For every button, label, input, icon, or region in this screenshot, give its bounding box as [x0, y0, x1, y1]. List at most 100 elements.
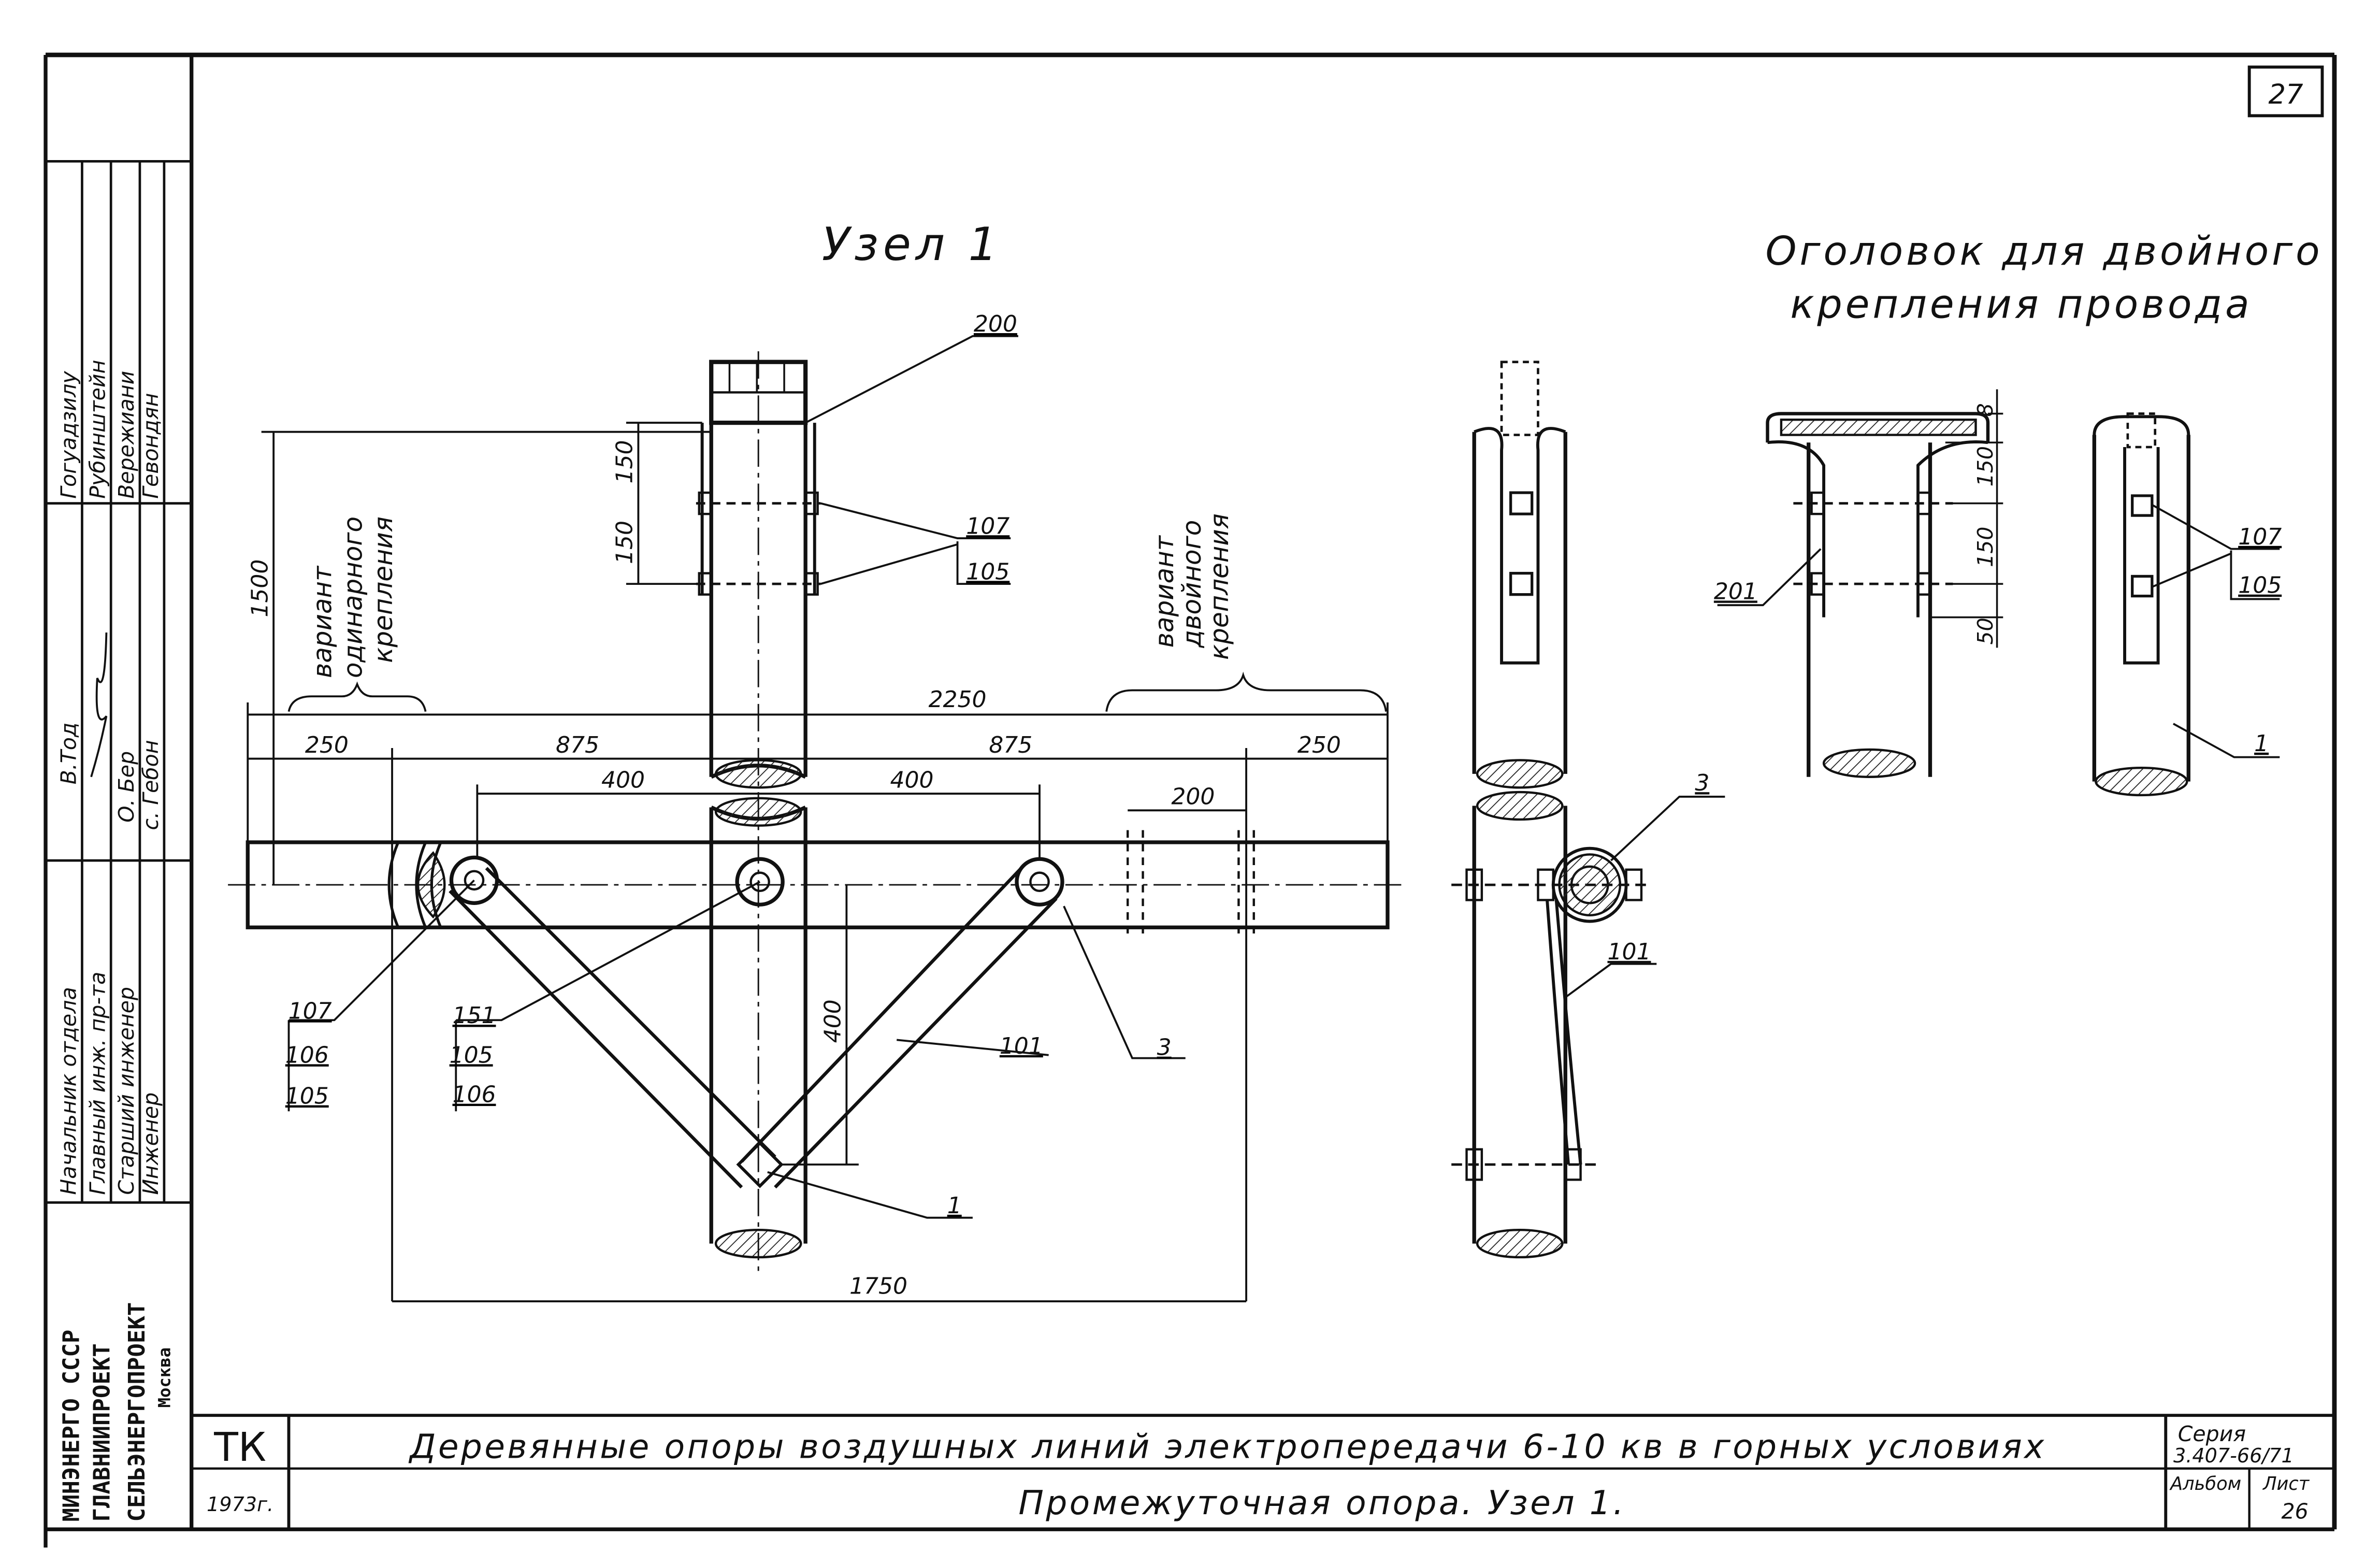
callout-3-side: 3: [1695, 770, 1709, 796]
dim-200: 200: [1171, 784, 1215, 810]
callout-106-left: 106: [285, 1042, 329, 1068]
main-callouts: 200 107 105 107 106 105 151 105 106 101 …: [285, 311, 1172, 1219]
callout-105-center: 105: [450, 1042, 493, 1068]
head-front-view: [1766, 389, 2003, 777]
sheet-frame: [44, 52, 2337, 1548]
side-view: [1451, 361, 1649, 1244]
role-4: Инженер: [138, 1093, 163, 1195]
name-1: Гогуадзилу: [56, 371, 81, 499]
series-value: 3.407-66/71: [2173, 1444, 2294, 1467]
bolt-right: [1015, 857, 1064, 907]
sheet-label: Лист: [2262, 1473, 2310, 1495]
callout-107-head: 107: [2238, 524, 2282, 550]
dim-400-vertical: 400: [820, 999, 846, 1043]
brace-left: [449, 867, 776, 1189]
callout-201: 201: [1714, 578, 1757, 605]
main-view-sections: [416, 759, 802, 1259]
brace-right: [740, 867, 1058, 1189]
role-2: Главный инж. пр-та: [85, 972, 110, 1195]
head-title-line1: Оголовок для двойного: [1765, 228, 2323, 274]
variant-double-1: вариант: [1149, 535, 1179, 648]
variant-single-2: одинарного: [338, 516, 368, 678]
dim-250-right: 250: [1297, 732, 1341, 758]
dim-150-upper: 150: [612, 440, 638, 483]
callout-107-left: 107: [289, 998, 332, 1024]
callout-200: 200: [974, 311, 1017, 337]
album-label: Альбом: [2169, 1473, 2241, 1495]
org-line-2: ГЛАВНИИПРОЕКТ: [89, 1343, 115, 1521]
org-line-1: МИНЭНЕРГО СССР: [59, 1330, 85, 1522]
callout-1-main: 1: [947, 1193, 962, 1219]
variant-single-1: вариант: [308, 565, 338, 678]
dim-2250: 2250: [929, 686, 987, 713]
org-line-4: Москва: [155, 1347, 175, 1408]
head-side-sections: [2095, 766, 2188, 797]
side-crossarm-section: [1551, 846, 1628, 923]
dim-400-left: 400: [601, 767, 645, 793]
callout-106-center: 106: [452, 1082, 496, 1108]
org-line-3: СЕЛЬЭНЕРГОПРОЕКТ: [124, 1302, 150, 1522]
role-1: Начальник отдела: [56, 987, 81, 1195]
dim-400-right: 400: [890, 767, 934, 793]
head-title-line2: крепления провода: [1790, 281, 2252, 327]
head-front-sections: [1780, 419, 1977, 778]
bolt-left: [449, 855, 499, 905]
callout-105-top: 105: [966, 558, 1009, 585]
variant-single-3: крепления: [368, 516, 398, 663]
dim-875-right: 875: [989, 732, 1032, 758]
dim-head-150-lower: 150: [1973, 526, 1998, 567]
node-title: Узел 1: [822, 218, 1002, 271]
page-number: 27: [2268, 79, 2303, 110]
head-side-leaders: [2151, 504, 2280, 758]
organization-block: МИНЭНЕРГО СССР ГЛАВНИИПРОЕКТ СЕЛЬЭНЕРГОП…: [59, 1302, 175, 1522]
main-dimensions: [247, 422, 1389, 1302]
sign-1: В.Тод: [56, 723, 81, 785]
pole-lower: [709, 807, 807, 1244]
dim-head-50: 50: [1973, 617, 1998, 644]
role-3: Старший инженер: [114, 987, 139, 1195]
callout-101-side: 101: [1607, 939, 1651, 965]
head-front-dimension-labels: 8 150 150 50: [1973, 403, 1998, 644]
sign-2-scribble: [90, 632, 108, 778]
callout-105-left: 105: [285, 1083, 329, 1110]
variant-double-3: крепления: [1204, 513, 1234, 660]
title-main: Деревянные опоры воздушных линий электро…: [408, 1427, 2046, 1466]
side-view-sections: [1476, 759, 1622, 1259]
leader-201: [1717, 548, 1822, 607]
name-3: Вережиани: [114, 371, 139, 499]
bolt-bottom: [736, 1141, 784, 1188]
title-code: ТК: [213, 1424, 266, 1470]
dim-1750: 1750: [849, 1273, 907, 1299]
title-sub: Промежуточная опора. Узел 1.: [1018, 1484, 1626, 1522]
series-label: Серия: [2178, 1421, 2246, 1446]
name-2: Рубинштейн: [85, 360, 110, 499]
variant-labels: вариант одинарного крепления вариант дво…: [308, 513, 1234, 678]
pole-upper: [709, 420, 807, 777]
bolt-center: [735, 857, 785, 907]
signature-strip: [46, 160, 192, 1204]
signature-names: Гогуадзилу Рубинштейн Вережиани Гевондян: [56, 360, 163, 499]
callout-1-head: 1: [2254, 730, 2269, 757]
callout-151: 151: [452, 1002, 496, 1029]
variant-double-2: двойного: [1177, 520, 1207, 649]
head-side-view: [2092, 412, 2190, 782]
dim-250-left: 250: [305, 732, 349, 758]
dim-875-left: 875: [556, 732, 599, 758]
sheet-value: 26: [2282, 1499, 2309, 1524]
main-view: [246, 360, 1390, 1244]
callout-105-head: 105: [2238, 572, 2282, 599]
main-dimension-labels: 2250 250 875 875 250 400 400 200 1750 15…: [247, 440, 1340, 1299]
title-year: 1973г.: [207, 1493, 273, 1516]
side-leaders: [1565, 796, 1725, 998]
callout-107-top: 107: [966, 513, 1009, 539]
callout-101-main: 101: [1000, 1033, 1043, 1059]
main-leaders: [287, 335, 1186, 1219]
callout-3-main: 3: [1157, 1035, 1172, 1061]
sign-4: с. Гебон: [138, 740, 163, 830]
head-side-callouts: 107 105 1: [2238, 524, 2282, 757]
dim-150-lower: 150: [612, 521, 638, 564]
signature-marks: В.Тод О. Бер с. Гебон: [56, 632, 163, 830]
main-view-centerlines: [228, 351, 1406, 1271]
dim-head-150-upper: 150: [1973, 446, 1998, 486]
